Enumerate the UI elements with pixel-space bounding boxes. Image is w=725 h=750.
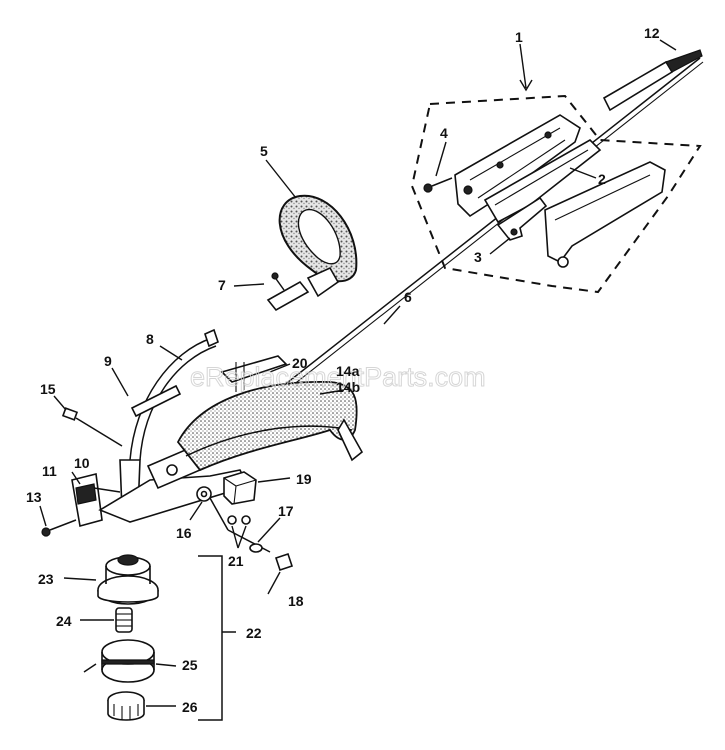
label-5: 5 [260, 143, 268, 159]
part-1-housing-left [454, 114, 581, 218]
part-14-grass-shield [176, 381, 364, 472]
part-3-bracket [496, 196, 548, 241]
label-7: 7 [218, 277, 226, 293]
label-3: 3 [474, 249, 482, 265]
label-25: 25 [182, 657, 198, 673]
part-16-washer [196, 486, 271, 553]
label-21: 21 [228, 553, 244, 569]
rear-grip [544, 161, 666, 268]
part-23-spool-housing [97, 554, 159, 605]
label-20: 20 [292, 355, 308, 371]
label-10: 10 [74, 455, 90, 471]
leader-lines [39, 39, 677, 707]
label-17: 17 [278, 503, 294, 519]
part-25-spool [83, 639, 155, 683]
part-1-assembly-outline [410, 94, 702, 294]
part-labels: 1 12 4 2 3 5 6 7 8 9 20 14a 14b 15 10 11… [26, 25, 660, 715]
part-20-cutoff-blade [220, 355, 288, 392]
part-8-guard-arc [129, 328, 219, 461]
part-7-clamp-bolt [266, 272, 310, 312]
label-26: 26 [182, 699, 198, 715]
part-15-bolt [61, 407, 123, 447]
part-11-bracket [71, 473, 103, 528]
label-2: 2 [598, 171, 606, 187]
label-19: 19 [296, 471, 312, 487]
label-18: 18 [288, 593, 304, 609]
label-15: 15 [40, 381, 56, 397]
label-11: 11 [42, 463, 57, 479]
label-14b: 14b [336, 379, 360, 395]
label-16: 16 [176, 525, 192, 541]
part-2-housing-right [483, 139, 602, 224]
gear-head-mount [98, 446, 250, 523]
part-24-spring [115, 607, 133, 633]
part-12-shaft-end [602, 49, 703, 112]
label-14a: 14a [336, 363, 360, 379]
part-5-loop-handle [278, 194, 358, 298]
label-12: 12 [644, 25, 660, 41]
part-19-block [223, 471, 257, 505]
label-4: 4 [440, 125, 448, 141]
label-9: 9 [104, 353, 112, 369]
part-4-screw [423, 177, 453, 193]
label-22: 22 [246, 625, 262, 641]
part-13-screw [41, 519, 77, 537]
label-23: 23 [38, 571, 54, 587]
label-24: 24 [56, 613, 72, 629]
part-18-screw [274, 552, 294, 572]
label-13: 13 [26, 489, 42, 505]
label-6: 6 [404, 289, 412, 305]
label-1: 1 [515, 29, 523, 45]
part-21-nuts [227, 515, 251, 525]
part-9-bar [130, 384, 182, 418]
part-26-bump-knob [107, 691, 145, 721]
watermark-text: eReplacementParts.com [190, 362, 486, 392]
part-17-washer [249, 543, 263, 553]
part-22-group-bracket [198, 555, 236, 721]
label-8: 8 [146, 331, 154, 347]
